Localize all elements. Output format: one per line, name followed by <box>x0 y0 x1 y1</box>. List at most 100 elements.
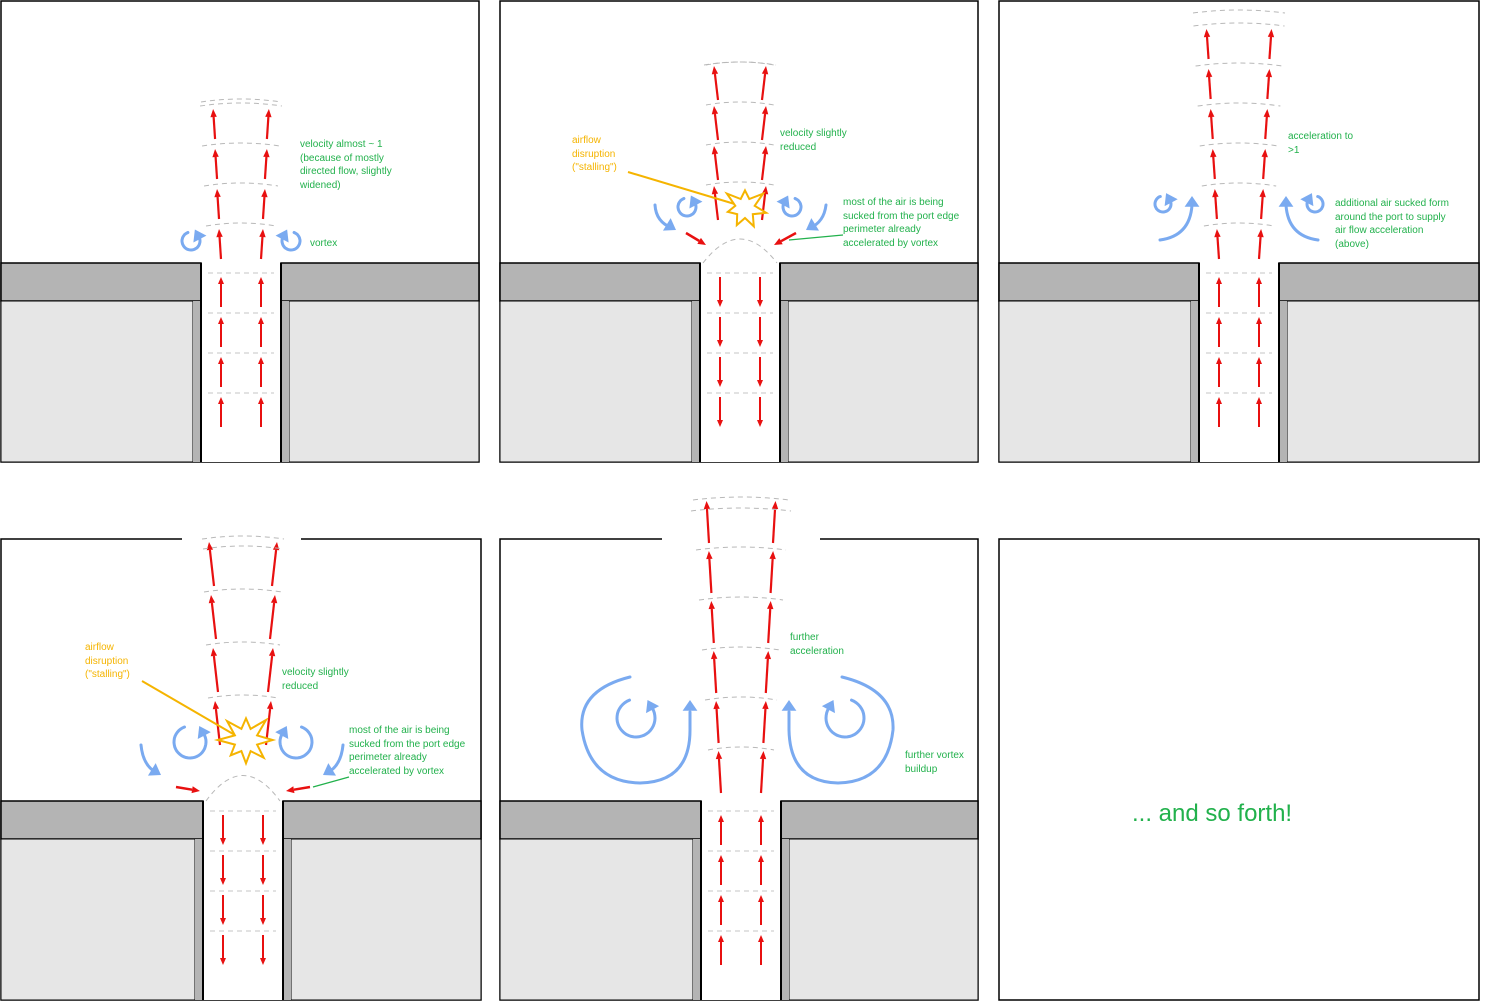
flow-arrow-icon <box>771 508 777 544</box>
wall-body-left <box>0 300 194 463</box>
flow-arrow-icon <box>713 73 720 101</box>
flow-arrow-icon <box>760 193 767 221</box>
vortex-icon-head <box>776 195 790 209</box>
panel-4 <box>0 535 482 1001</box>
wall-body-right <box>288 300 480 463</box>
duct <box>1199 263 1279 462</box>
flow-front-arc <box>1201 182 1277 187</box>
suction-arrow-icon-head <box>323 763 337 776</box>
flow-arrow-icon <box>713 658 718 694</box>
flow-arrow-icon <box>210 602 218 640</box>
flow-arrow-icon <box>713 113 720 141</box>
flow-arrow-icon-head <box>212 701 220 710</box>
suction-callout-line <box>312 776 350 788</box>
flow-arrow-icon-head <box>210 648 218 657</box>
vortex-icon <box>280 231 302 252</box>
flow-arrow-icon <box>175 785 193 791</box>
suction-arrow-icon-head <box>682 700 698 711</box>
flow-arrow-icon-head <box>762 701 769 710</box>
flow-arrow-icon-head <box>258 357 264 364</box>
flow-arrow-icon-head <box>758 855 764 862</box>
flow-front-arc <box>701 646 781 651</box>
p2-suction-note: most of the air is being sucked from the… <box>843 197 960 249</box>
flow-arrow-icon-head <box>710 651 718 660</box>
flow-arrow-icon <box>708 558 713 594</box>
wall-top-right <box>779 262 979 302</box>
vortex-icon <box>172 725 208 760</box>
flow-arrow-icon-head <box>210 109 217 118</box>
flow-arrow-icon-head <box>1214 229 1221 238</box>
flow-arrow-icon-head <box>1267 29 1275 38</box>
wall-edge-left <box>692 301 700 462</box>
flow-arrow-icon-head <box>260 878 266 885</box>
p3-additional-air-note: additional air sucked form around the po… <box>1335 198 1449 250</box>
flow-arrow-icon-head <box>769 551 776 560</box>
flow-arrow-icon-head <box>711 106 719 115</box>
flow-arrow-icon <box>769 558 774 594</box>
flow-arrow-icon <box>764 658 769 694</box>
suction-arrow-icon-head <box>1184 196 1200 207</box>
flow-arrow-icon <box>1210 116 1214 140</box>
flow-front-arc <box>201 142 281 147</box>
flow-arrow-icon <box>216 196 221 220</box>
panel-6 <box>998 538 1480 1001</box>
panel-frame <box>998 538 1480 1001</box>
suction-arrow-icon-head <box>662 218 676 231</box>
flow-arrow-icon <box>767 608 772 644</box>
wall-top-right <box>780 800 979 840</box>
flow-front-arc <box>692 496 790 501</box>
flow-arrow-icon-head <box>220 958 226 965</box>
flow-arrow-icon <box>1214 196 1219 220</box>
wall-top-right <box>1278 262 1480 302</box>
wall-edge-right <box>281 301 289 462</box>
flow-arrow-icon-head <box>263 149 270 158</box>
flow-arrow-icon-head <box>258 317 264 324</box>
flow-arrow-icon-head <box>771 501 779 510</box>
flow-arrow-icon-head <box>703 501 711 510</box>
flow-arrow-icon <box>685 231 700 242</box>
flow-arrow-icon <box>715 708 720 744</box>
flow-arrow-icon-head <box>758 815 764 822</box>
flow-arrow-icon-head <box>1212 189 1219 198</box>
p5-vortex-note: further vortex buildup <box>905 750 964 775</box>
flow-arrow-icon-head <box>1259 189 1266 198</box>
flow-arrow-icon <box>212 655 220 693</box>
flow-arrow-icon-head <box>717 380 723 387</box>
flow-arrow-icon <box>218 236 223 260</box>
p4-suction-note: most of the air is being sucked from the… <box>349 725 466 777</box>
vortex-icon <box>1305 195 1325 214</box>
flow-arrow-icon-head <box>1256 277 1262 284</box>
panel-2 <box>499 0 979 463</box>
wall-top-right <box>282 800 482 840</box>
flow-front-arc <box>205 222 277 227</box>
flow-arrow-icon-head <box>268 648 276 657</box>
flow-arrow-icon-head <box>1256 357 1262 364</box>
flow-front-arc <box>695 546 787 551</box>
wall-body-left <box>499 838 694 1001</box>
flow-arrow-icon <box>1268 36 1273 60</box>
p2-stall-note: airflow disruption ("stalling") <box>572 135 617 173</box>
flow-arrow-icon-head <box>774 238 783 245</box>
flow-arrow-icon <box>710 608 715 644</box>
flow-arrow-icon <box>268 602 276 640</box>
suction-arrow-icon <box>787 675 895 785</box>
suction-arrow-icon-head <box>1278 196 1294 207</box>
flow-arrow-icon-head <box>1263 109 1270 118</box>
suction-arrow-icon-head <box>806 218 820 231</box>
flow-front-arc <box>200 102 282 107</box>
vortex-icon-head <box>1300 193 1314 207</box>
flow-front-arc <box>1197 102 1281 107</box>
flow-arrow-icon-head <box>715 751 723 760</box>
flow-arrow-icon <box>1257 236 1262 260</box>
flow-arrow-icon-head <box>260 838 266 845</box>
flow-arrow-icon-head <box>258 397 264 404</box>
vortex-icon-head <box>275 229 289 243</box>
wall-body-left <box>499 300 693 463</box>
flow-arrow-icon-head <box>761 106 769 115</box>
p4-velocity-note: velocity slightly reduced <box>282 667 349 692</box>
flow-arrow-icon-head <box>757 340 763 347</box>
flow-front-arc <box>1192 9 1286 14</box>
flow-arrow-icon-head <box>258 277 264 284</box>
flow-arrow-icon-head <box>286 786 295 794</box>
wall-edge-left <box>195 839 203 1000</box>
